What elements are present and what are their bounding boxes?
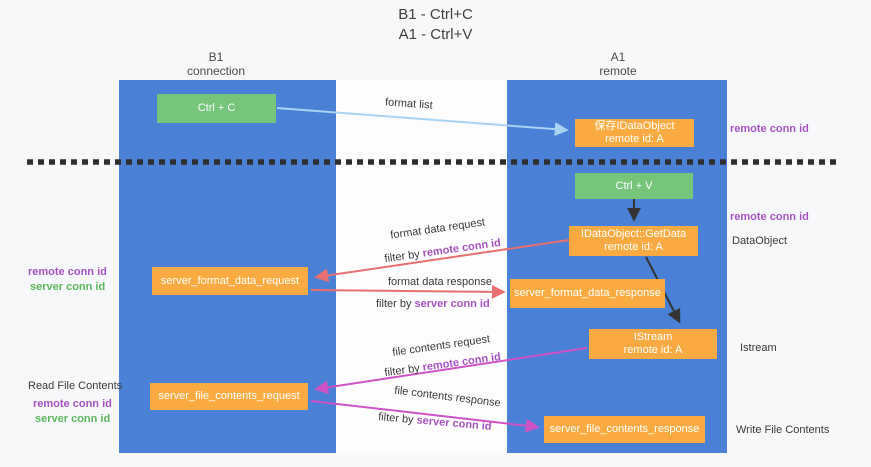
diagram-title: B1 - Ctrl+C A1 - Ctrl+V xyxy=(0,5,871,45)
left-remote-conn-id-1: remote conn id xyxy=(28,266,107,278)
server-format-data-response-label: server_format_data_response xyxy=(514,287,661,299)
right-remote-conn-id-mid: remote conn id xyxy=(730,211,809,223)
lane-header-a1: A1 remote xyxy=(548,50,688,78)
dataobject-label: DataObject xyxy=(732,235,788,247)
server-format-data-request-box: server_format_data_request xyxy=(152,267,308,295)
server-format-data-response-box: server_format_data_response xyxy=(510,279,665,308)
server-conn-id-text: server conn id xyxy=(414,298,490,310)
filter-by-text: filter by xyxy=(376,298,415,310)
server-file-contents-request-box: server_file_contents_request xyxy=(150,383,308,410)
title-line-1: B1 - Ctrl+C xyxy=(398,6,473,23)
istream-box: IStream remote id: A xyxy=(589,329,717,359)
format-data-response-filter-label: filter by server conn id xyxy=(376,298,490,310)
lane-gap-band xyxy=(336,80,507,453)
left-remote-conn-id-2: remote conn id xyxy=(33,398,112,410)
file-contents-response-arrow xyxy=(310,400,540,433)
save-idataobject-line1: 保存IDataObject xyxy=(594,120,675,132)
title-line-2: A1 - Ctrl+V xyxy=(398,26,473,43)
lane-b1-role: connection xyxy=(186,64,246,78)
ctrl-c-label: Ctrl + C xyxy=(197,102,236,114)
lane-a1-role: remote xyxy=(599,64,637,78)
server-file-contents-response-label: server_file_contents_response xyxy=(549,423,700,435)
lane-b1-name: B1 xyxy=(208,50,224,64)
right-remote-conn-id-top: remote conn id xyxy=(730,123,809,135)
istream-line1: IStream xyxy=(633,331,673,343)
save-idataobject-line2: remote id: A xyxy=(605,133,664,145)
format-list-arrow xyxy=(276,107,569,137)
server-file-contents-request-label: server_file_contents_request xyxy=(158,390,300,402)
format-data-response-arrow xyxy=(310,284,506,299)
idataobject-getdata-line2: remote id: A xyxy=(604,241,663,253)
istream-line2: remote id: A xyxy=(623,344,683,356)
format-data-response-label: format data response xyxy=(388,276,492,288)
idataobject-getdata-box: IDataObject::GetData remote id: A xyxy=(569,226,698,256)
left-server-conn-id-2: server conn id xyxy=(35,413,111,425)
write-file-contents-label: Write File Contents xyxy=(736,424,830,436)
file-contents-request-arrow xyxy=(314,347,588,395)
ctrl-v-box: Ctrl + V xyxy=(575,173,693,199)
idataobject-getdata-line1: IDataObject::GetData xyxy=(580,228,687,240)
server-format-data-request-label: server_format_data_request xyxy=(160,274,300,287)
ctrl-c-box: Ctrl + C xyxy=(157,94,276,123)
read-file-contents-label: Read File Contents xyxy=(28,380,123,392)
save-idataobject-box: 保存IDataObject remote id: A xyxy=(575,119,694,147)
format-data-request-arrow xyxy=(314,239,570,283)
ctrl-v-label: Ctrl + V xyxy=(615,179,653,192)
lane-header-b1: B1 connection xyxy=(146,50,286,78)
lane-a1-name: A1 xyxy=(610,50,626,64)
server-file-contents-response-box: server_file_contents_response xyxy=(544,416,705,443)
istream-side-label: Istream xyxy=(740,342,777,354)
left-server-conn-id-1: server conn id xyxy=(30,281,106,293)
